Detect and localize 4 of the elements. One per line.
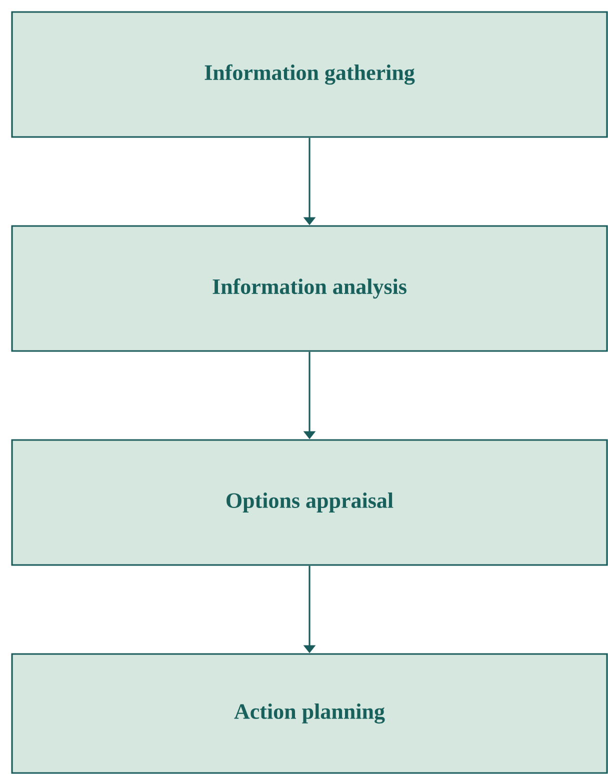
process-box: Options appraisal <box>11 439 608 566</box>
process-box: Information analysis <box>11 225 608 352</box>
process-box: Information gathering <box>11 11 608 138</box>
process-box: Action planning <box>11 653 608 774</box>
